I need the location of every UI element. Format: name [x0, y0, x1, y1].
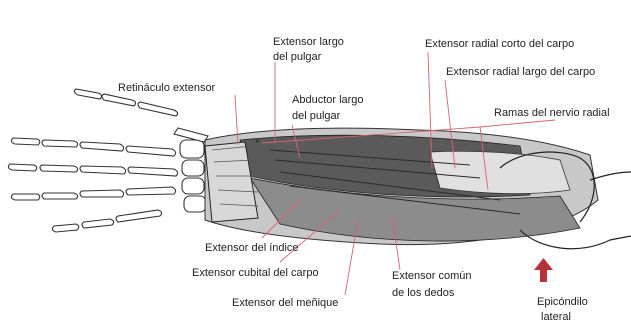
label-abductor-largo-line2: del pulgar: [292, 110, 340, 123]
label-ramas-nervio-radial: Ramas del nervio radial: [494, 107, 610, 120]
label-retinaculo-extensor: Retináculo extensor: [118, 82, 215, 95]
label-extensor-radial-corto: Extensor radial corto del carpo: [425, 38, 574, 51]
label-epicondilo-line2: lateral: [541, 311, 571, 324]
label-extensor-radial-largo: Extensor radial largo del carpo: [446, 66, 595, 79]
label-extensor-largo-pulgar-line1: Extensor largo: [273, 36, 344, 49]
label-extensor-menique: Extensor del meñique: [232, 297, 338, 310]
carpal-bones: [174, 128, 208, 212]
phalanges: [8, 89, 177, 232]
label-asterisk: *: [255, 137, 259, 150]
label-extensor-cubital: Extensor cubital del carpo: [192, 267, 319, 280]
label-extensor-comun-line1: Extensor común: [392, 270, 471, 283]
epicondyle-arrow: [534, 258, 553, 282]
label-extensor-largo-pulgar-line2: del pulgar: [273, 51, 321, 64]
label-epicondilo-line1: Epicóndilo: [537, 296, 588, 309]
label-extensor-comun-line2: de los dedos: [392, 287, 454, 300]
label-extensor-indice: Extensor del índice: [205, 242, 299, 255]
label-abductor-largo-line1: Abductor largo: [292, 94, 364, 107]
